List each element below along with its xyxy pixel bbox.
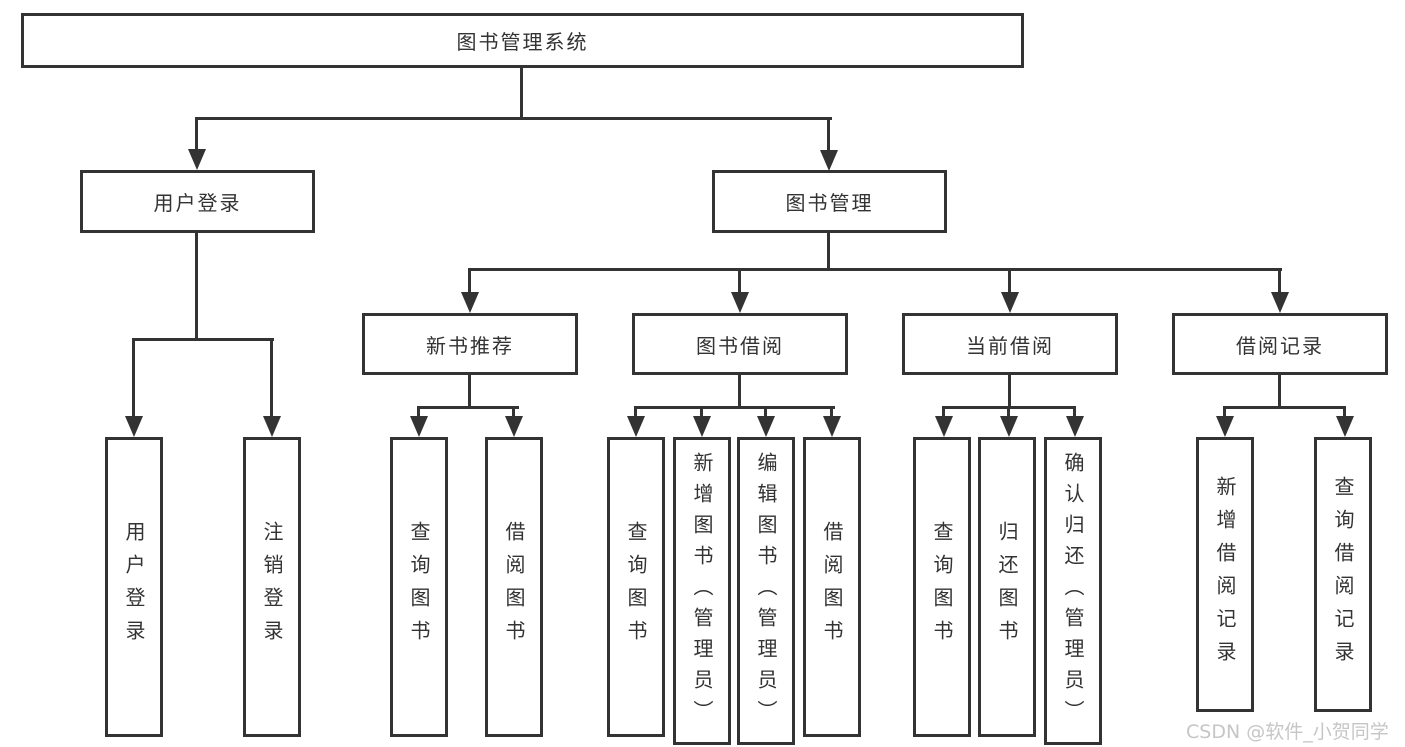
connector-line xyxy=(830,406,833,418)
leaf-borrow-books: 借阅图书 xyxy=(803,437,861,737)
connector-line xyxy=(827,233,830,270)
arrowhead-down-icon xyxy=(505,416,523,437)
node-label: 查询图书 xyxy=(407,521,431,653)
connector-line xyxy=(417,406,420,418)
connector-line xyxy=(195,117,832,120)
connector-line xyxy=(764,406,767,418)
arrowhead-down-icon xyxy=(693,416,711,437)
node-label: 归还图书 xyxy=(995,521,1019,653)
arrowhead-down-icon xyxy=(188,149,206,170)
connector-line xyxy=(634,406,835,409)
node-label: 编辑图书（管理员） xyxy=(754,451,778,731)
connector-line xyxy=(738,375,741,408)
connector-line xyxy=(468,375,471,408)
node-label: 注销登录 xyxy=(260,521,284,653)
arrowhead-down-icon xyxy=(823,416,841,437)
node-label: 借阅记录 xyxy=(1236,333,1324,358)
connector-line xyxy=(738,268,741,294)
arrowhead-down-icon xyxy=(731,292,749,313)
node-label: 查询图书 xyxy=(624,521,648,653)
connector-line xyxy=(417,406,519,409)
arrowhead-down-icon xyxy=(1000,416,1018,437)
node-current-borrowing: 当前借阅 xyxy=(902,313,1118,375)
node-label: 确认归还（管理员） xyxy=(1061,451,1085,731)
connector-line xyxy=(1278,375,1281,408)
arrowhead-down-icon xyxy=(627,416,645,437)
connector-line xyxy=(1008,375,1011,408)
connector-line xyxy=(827,117,830,151)
node-new-book-recommendation: 新书推荐 xyxy=(362,313,578,375)
arrowhead-down-icon xyxy=(410,416,428,437)
connector-line xyxy=(1223,406,1345,409)
connector-line xyxy=(132,338,135,418)
node-label: 当前借阅 xyxy=(966,333,1054,358)
arrowhead-down-icon xyxy=(820,150,838,171)
connector-line xyxy=(270,338,273,418)
leaf-query-books-current: 查询图书 xyxy=(913,437,971,737)
arrowhead-down-icon xyxy=(1271,292,1289,313)
connector-line xyxy=(195,117,198,151)
connector-line xyxy=(132,338,274,341)
leaf-add-books-admin: 新增图书（管理员） xyxy=(673,437,731,745)
node-label: 新书推荐 xyxy=(426,333,514,358)
node-user-login: 用户登录 xyxy=(80,170,315,233)
connector-line xyxy=(195,233,198,340)
leaf-query-books-recommend: 查询图书 xyxy=(390,437,448,737)
connector-line xyxy=(942,406,945,418)
connector-line xyxy=(1008,268,1011,294)
csdn-watermark: CSDN @软件_小贺同学 xyxy=(1186,721,1389,743)
leaf-return-books: 归还图书 xyxy=(978,437,1036,737)
connector-line xyxy=(1223,406,1226,418)
leaf-query-borrow-record: 查询借阅记录 xyxy=(1314,437,1372,712)
node-label: 借阅图书 xyxy=(820,521,844,653)
leaf-logout: 注销登录 xyxy=(243,437,301,737)
connector-line xyxy=(634,406,637,418)
node-label: 借阅图书 xyxy=(502,521,526,653)
node-label: 查询图书 xyxy=(930,521,954,653)
connector-line xyxy=(520,68,523,118)
arrowhead-down-icon xyxy=(935,416,953,437)
arrowhead-down-icon xyxy=(461,292,479,313)
connector-line xyxy=(1278,268,1281,294)
leaf-add-borrow-record: 新增借阅记录 xyxy=(1196,437,1254,712)
leaf-borrow-books-recommend: 借阅图书 xyxy=(485,437,543,737)
node-label: 用户登录 xyxy=(122,521,146,653)
connector-line xyxy=(700,406,703,418)
node-borrowing-records: 借阅记录 xyxy=(1172,313,1388,375)
leaf-query-books-borrowing: 查询图书 xyxy=(607,437,665,737)
leaf-user-login: 用户登录 xyxy=(105,437,163,737)
node-label: 新增借阅记录 xyxy=(1213,475,1237,674)
arrowhead-down-icon xyxy=(1066,416,1084,437)
node-label: 图书管理 xyxy=(785,191,874,215)
node-label: 新增图书（管理员） xyxy=(690,451,714,731)
leaf-edit-books-admin: 编辑图书（管理员） xyxy=(737,437,795,745)
arrowhead-down-icon xyxy=(757,416,775,437)
node-book-borrowing: 图书借阅 xyxy=(632,313,848,375)
connector-line xyxy=(468,268,471,294)
node-label: 图书借阅 xyxy=(696,333,784,358)
arrowhead-down-icon xyxy=(125,416,143,437)
connector-line xyxy=(1007,406,1010,418)
connector-line xyxy=(1073,406,1076,418)
node-book-management: 图书管理 xyxy=(712,170,947,233)
arrowhead-down-icon xyxy=(1216,416,1234,437)
connector-line xyxy=(512,406,515,418)
leaf-confirm-return-admin: 确认归还（管理员） xyxy=(1044,437,1102,745)
arrowhead-down-icon xyxy=(263,416,281,437)
node-label: 图书管理系统 xyxy=(456,30,589,54)
connector-line xyxy=(1343,406,1346,418)
node-label: 查询借阅记录 xyxy=(1331,475,1355,674)
arrowhead-down-icon xyxy=(1336,416,1354,437)
node-library-management-system: 图书管理系统 xyxy=(21,13,1024,68)
node-label: 用户登录 xyxy=(153,191,242,215)
arrowhead-down-icon xyxy=(1001,292,1019,313)
connector-line xyxy=(468,268,1282,271)
